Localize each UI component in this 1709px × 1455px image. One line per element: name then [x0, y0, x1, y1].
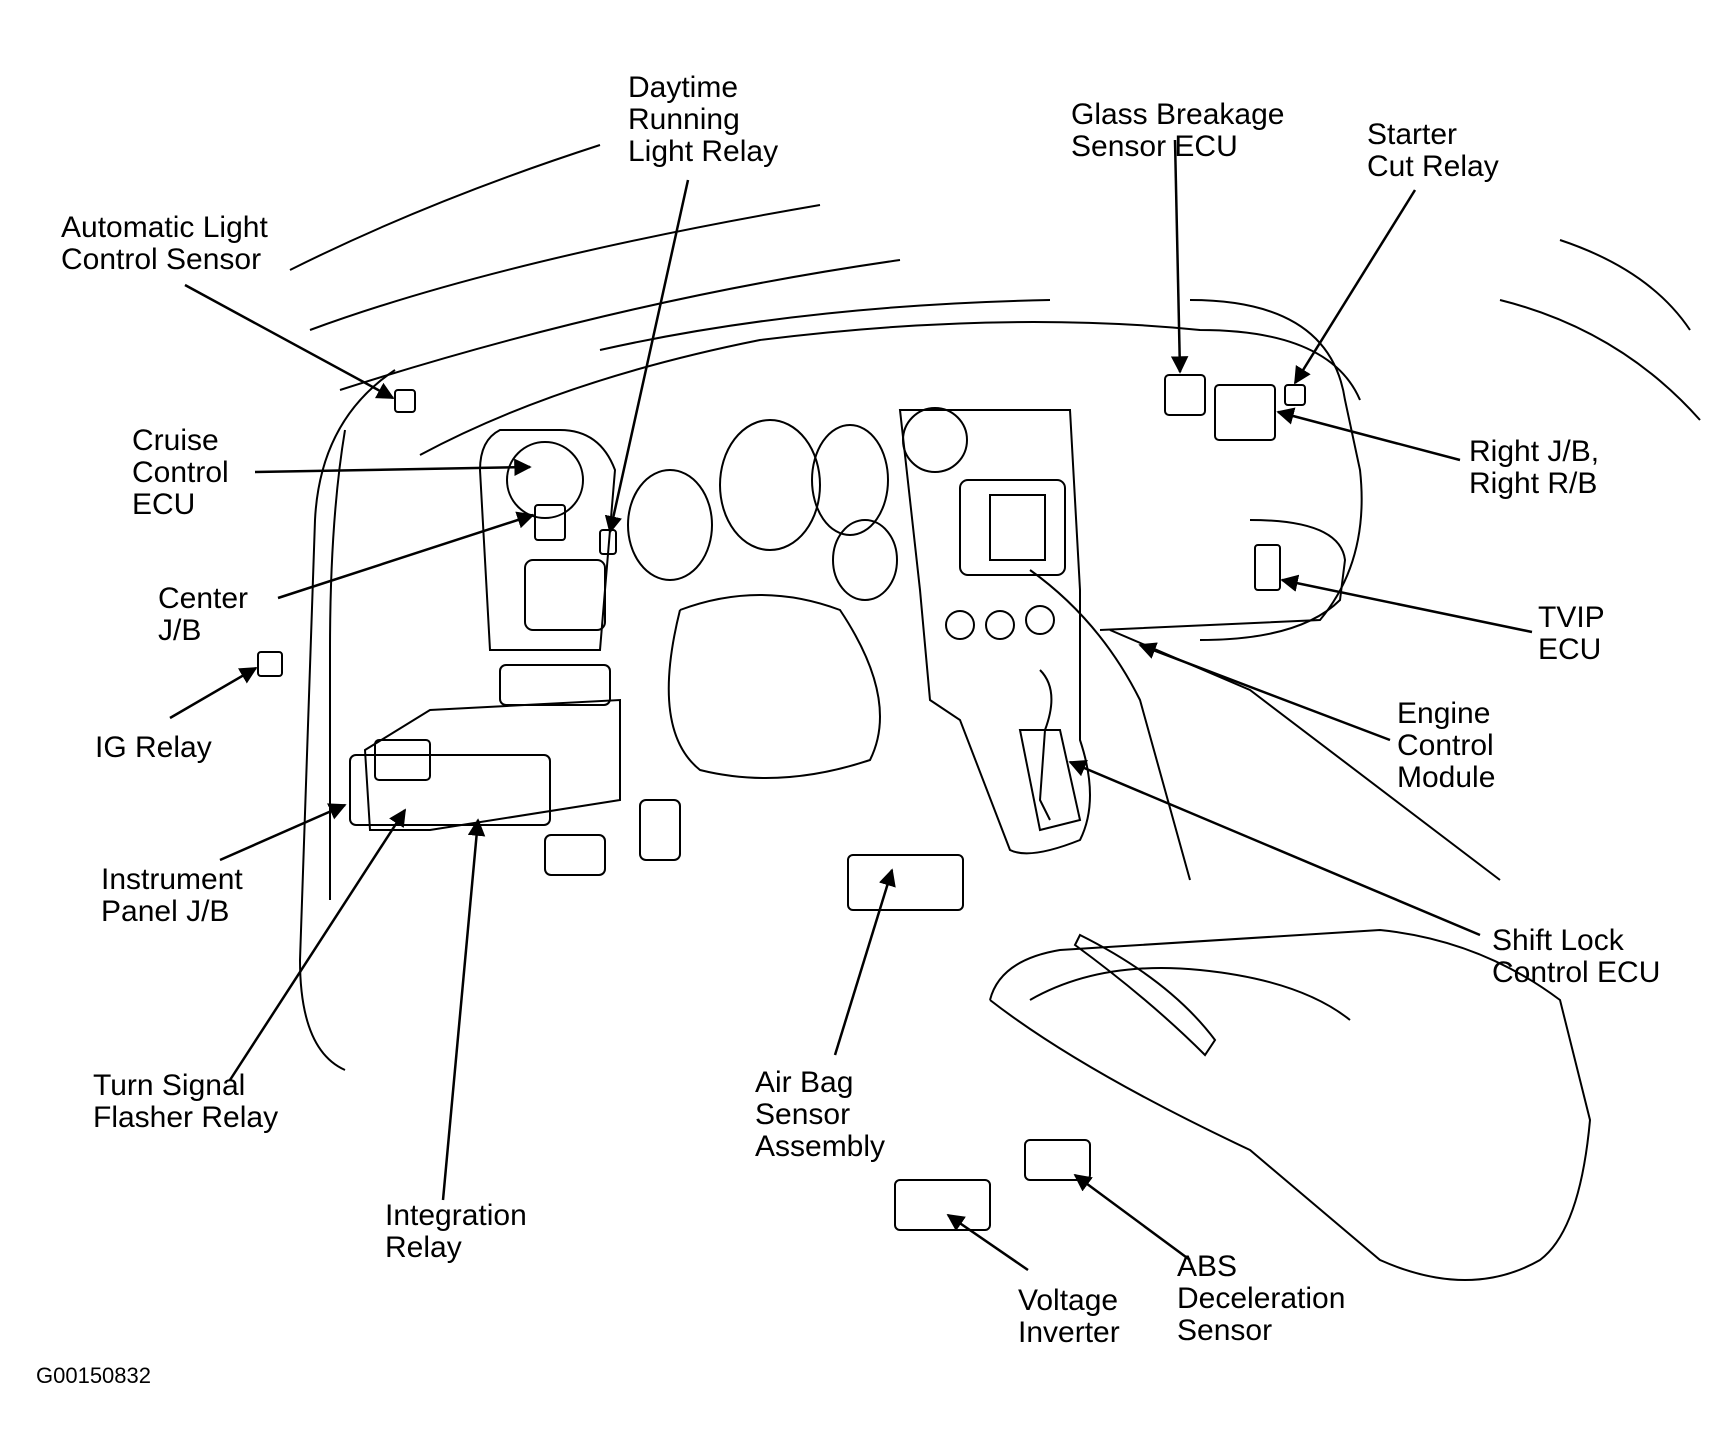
switch-row: [499, 664, 611, 706]
dash-top: [599, 299, 1051, 351]
component-tvip-ecu: [1254, 544, 1281, 591]
leader-voltage-inverter: [946, 1213, 1029, 1272]
gauge: [627, 469, 713, 581]
pedal: [639, 799, 681, 861]
component-glass-breakage-sensor-ecu: [1164, 374, 1206, 416]
parking-brake: [1073, 933, 1217, 1057]
leader-center-jb: [277, 511, 535, 600]
audio-unit: [959, 479, 1066, 576]
hvac-knob: [985, 610, 1015, 640]
leader-turn-signal-flasher-relay: [228, 808, 407, 1081]
hvac-knob: [1025, 605, 1055, 635]
leader-integration-relay: [441, 818, 486, 1201]
leader-instrument-panel-jb: [219, 803, 347, 862]
leader-daytime-running-light-relay: [604, 179, 690, 534]
component-abs-deceleration-sensor: [1024, 1139, 1091, 1181]
gauge: [832, 519, 898, 601]
audio-screen: [989, 494, 1046, 561]
center-vent: [902, 407, 968, 473]
center-stack: [898, 409, 1091, 855]
component-center-jb: [534, 504, 566, 541]
right-panel: [1029, 569, 1191, 881]
shifter-gate: [1018, 729, 1082, 832]
right-dash: [1099, 299, 1363, 631]
steering-column: [667, 594, 881, 779]
component-ig-relay: [257, 651, 283, 677]
cruise-control-dial: [506, 441, 584, 519]
windshield-line: [289, 144, 601, 271]
door-edge: [329, 429, 346, 900]
component-right-jb: [1214, 384, 1276, 441]
windshield-line: [1559, 239, 1691, 331]
lower-dash-left: [363, 698, 621, 831]
console-top: [1029, 967, 1351, 1021]
leader-tvip-ecu: [1280, 574, 1533, 634]
hvac-knob: [945, 610, 975, 640]
leader-engine-control-module: [1138, 642, 1391, 742]
pedal: [544, 834, 606, 876]
leader-right-jb: [1276, 407, 1461, 462]
shift-lever: [1038, 669, 1053, 821]
leader-cruise-control-ecu: [254, 458, 532, 477]
component-starter-cut-relay: [1284, 384, 1306, 406]
component-instrument-panel-jb: [349, 754, 551, 826]
leader-glass-breakage-sensor-ecu: [1170, 139, 1189, 374]
windshield-line: [309, 204, 821, 331]
right-dash-lower: [1199, 519, 1347, 641]
figure-code: G00150832: [36, 1363, 151, 1388]
component-automatic-light-control-sensor: [394, 389, 416, 413]
cluster-hood: [479, 429, 617, 651]
component-air-bag-sensor-assembly: [847, 854, 964, 911]
leader-shift-lock-control-ecu: [1068, 760, 1481, 937]
windshield-line: [339, 259, 901, 391]
a-pillar: [298, 369, 396, 1071]
component-voltage-inverter: [894, 1179, 991, 1231]
gauge: [719, 419, 821, 551]
leader-ig-relay: [169, 666, 258, 720]
dash-top: [419, 321, 1361, 456]
label-ig-relay: IG Relay: [95, 731, 212, 764]
gauge: [811, 424, 889, 536]
leader-automatic-light-control-sensor: [184, 283, 395, 400]
leader-abs-deceleration-sensor: [1073, 1173, 1191, 1262]
label-right-jb-rb: Right J/B,Right R/B: [1469, 435, 1600, 500]
leader-starter-cut-relay: [1293, 189, 1417, 385]
component-relays: [374, 739, 431, 781]
leader-air-bag-sensor-assembly: [833, 868, 896, 1056]
floor-console: [989, 928, 1592, 1281]
switch-panel: [524, 559, 606, 631]
windshield-line: [1499, 299, 1701, 421]
